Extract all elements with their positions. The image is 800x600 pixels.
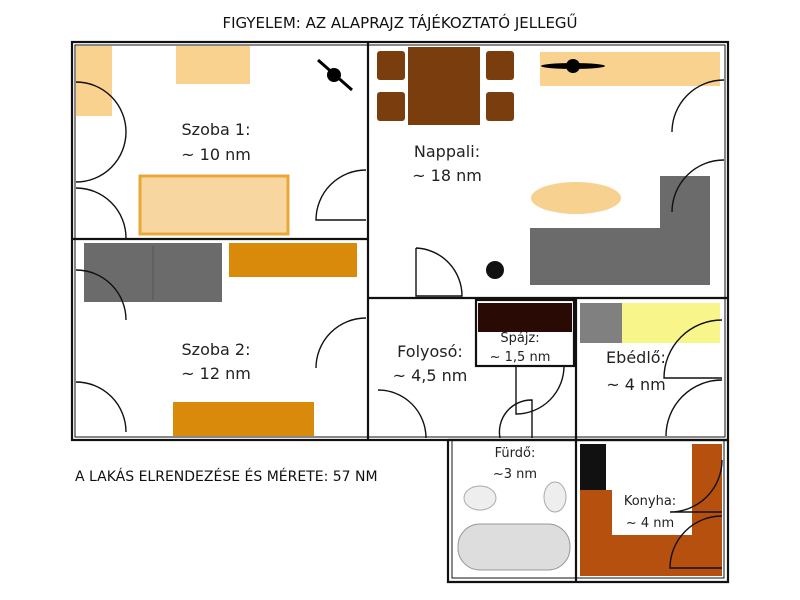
plan-title: FIGYELEM: AZ ALAPRAJZ TÁJÉKOZTATÓ JELLEG… (222, 12, 577, 32)
sink-icon (543, 481, 567, 513)
stove (580, 444, 606, 490)
desk (173, 402, 314, 436)
room-name-nappali: Nappali: (414, 142, 480, 161)
chair (377, 51, 405, 80)
fridge (580, 303, 622, 343)
room-name-folyoso: Folyosó: (397, 342, 463, 361)
coffee-table (531, 182, 621, 214)
pantry-shelf (478, 303, 572, 332)
cabinet (229, 243, 357, 277)
toilet-icon (463, 485, 497, 511)
plant-icon (486, 261, 504, 279)
nappali-furniture (377, 47, 720, 285)
szoba2-furniture (84, 243, 357, 436)
dresser (176, 46, 250, 84)
chair (486, 51, 514, 80)
szoba1-furniture (76, 46, 353, 236)
furdo-furniture (457, 481, 571, 571)
konyha-furniture (580, 444, 722, 576)
room-area-furdo: ~3 nm (493, 467, 537, 482)
room-name-ebedlo: Ebédlő: (606, 348, 666, 367)
doors (75, 79, 725, 569)
apartment-summary: A LAKÁS ELRENDEZÉSE ÉS MÉRETE: 57 NM (75, 468, 378, 485)
bed (138, 174, 290, 236)
room-area-nappali: ~ 18 nm (412, 166, 482, 185)
wardrobe (76, 46, 112, 116)
ceiling-fan-icon (541, 59, 605, 73)
room-area-szoba1: ~ 10 nm (181, 145, 251, 164)
room-name-szoba2: Szoba 2: (182, 340, 251, 359)
room-name-szoba1: Szoba 1: (182, 120, 251, 139)
room-name-spajz: Spájz: (500, 331, 539, 346)
chair (377, 92, 405, 121)
chair (486, 92, 514, 121)
walls (70, 40, 730, 584)
corner-sofa (530, 176, 710, 285)
room-area-folyoso: ~ 4,5 nm (393, 366, 468, 385)
dining-table (408, 47, 480, 125)
room-area-ebedlo: ~ 4 nm (606, 375, 665, 394)
room-area-konyha: ~ 4 nm (626, 516, 674, 531)
bathtub-icon (457, 523, 571, 571)
room-area-szoba2: ~ 12 nm (181, 364, 251, 383)
ceiling-fan-icon (317, 58, 353, 92)
room-name-furdo: Fürdő: (495, 446, 536, 461)
kitchen-counter (580, 444, 722, 576)
room-name-konyha: Konyha: (624, 494, 676, 509)
room-area-spajz: ~ 1,5 nm (490, 350, 551, 365)
